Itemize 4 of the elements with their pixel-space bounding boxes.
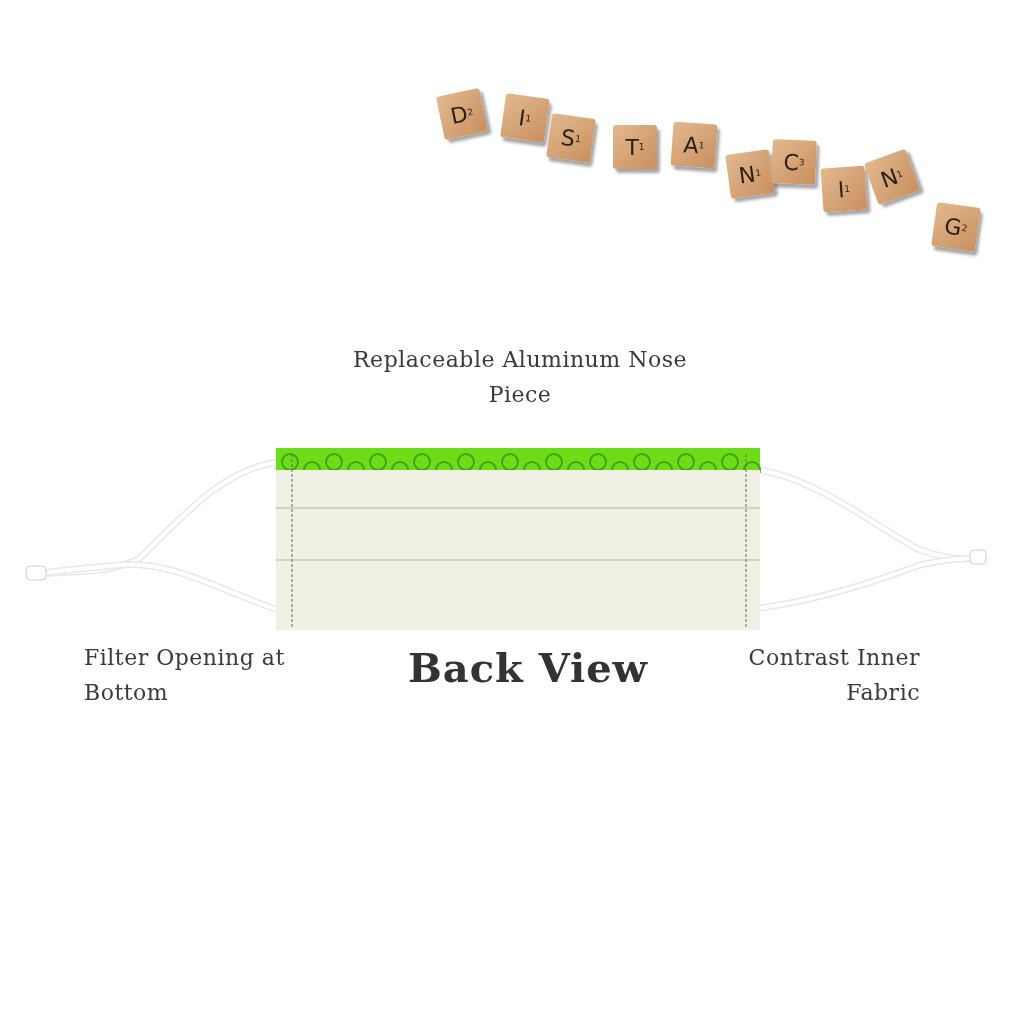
callout-text: Replaceable Aluminum Nose Piece — [352, 346, 688, 410]
heading: Back View — [406, 644, 650, 691]
callout-text: Contrast Inner Fabric — [747, 644, 920, 708]
callout-text: Filter Opening at Bottom — [84, 644, 286, 708]
